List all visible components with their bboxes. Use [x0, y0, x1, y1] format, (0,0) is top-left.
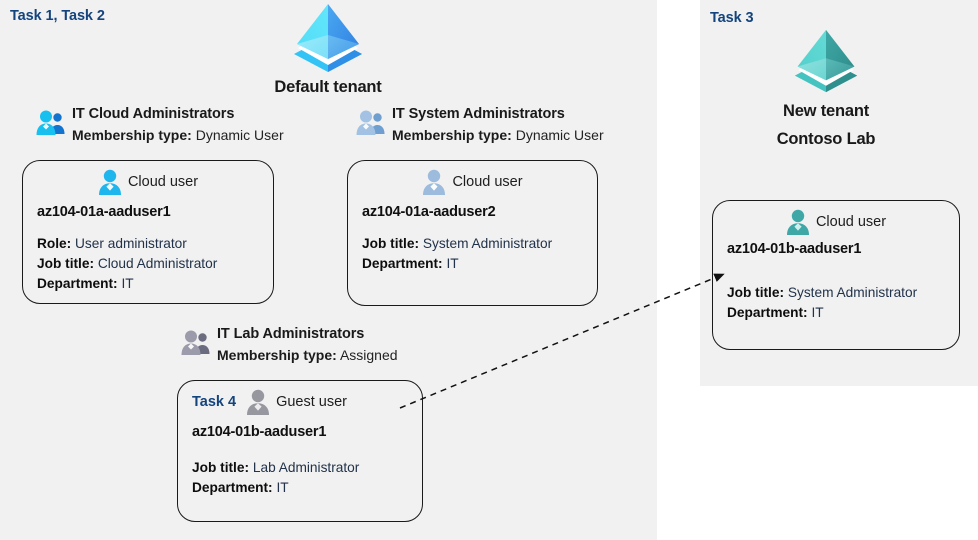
membership-type-key: Membership type:: [217, 347, 337, 364]
field-key: Job title:: [362, 236, 420, 251]
username: az104-01b-aaduser1: [192, 424, 327, 440]
field-key: Job title:: [37, 256, 95, 272]
field-key: Department:: [727, 305, 808, 321]
field-role: Role: User administrator: [37, 234, 273, 254]
group-membership: Membership type: Assigned: [217, 345, 398, 365]
user-type-label: Guest user: [276, 394, 347, 410]
card-header: Cloud user: [713, 201, 959, 235]
cloud-user-icon: [423, 169, 446, 195]
username: az104-01a-aaduser2: [362, 204, 496, 220]
task-label-3: Task 3: [710, 10, 754, 26]
user-fields: Job title: System Administrator Departme…: [348, 234, 597, 274]
user-type-label: Cloud user: [452, 174, 523, 190]
user-fields: Job title: System Administrator Departme…: [713, 283, 959, 323]
tenant-new-name-line1: New tenant: [782, 102, 869, 120]
field-department: Department: IT: [192, 478, 422, 498]
field-value: IT: [121, 276, 134, 292]
user-fields: Role: User administrator Job title: Clou…: [23, 234, 273, 294]
tenant-default: Default tenant: [228, 2, 428, 97]
field-key: Job title:: [192, 460, 250, 475]
field-key: Department:: [37, 276, 118, 292]
group-title: IT System Administrators: [392, 106, 565, 122]
group-users-icon: [36, 110, 65, 135]
field-job-title: Job title: System Administrator: [727, 283, 959, 303]
user-type-label: Cloud user: [815, 214, 887, 230]
membership-type-value: Assigned: [339, 347, 398, 364]
field-job-title: Job title: Cloud Administrator: [37, 254, 273, 274]
card-header: Cloud user: [23, 161, 273, 195]
task-label-1-2: Task 1, Task 2: [10, 8, 105, 24]
field-department: Department: IT: [727, 303, 959, 323]
user-type-label: Cloud user: [127, 174, 199, 190]
username: az104-01a-aaduser1: [37, 204, 171, 220]
group-membership: Membership type: Dynamic User: [72, 125, 284, 145]
task-label-4: Task 4: [192, 394, 237, 410]
group-membership: Membership type: Dynamic User: [392, 125, 604, 145]
user-card-az104-01b-aaduser1-new-tenant[interactable]: Cloud user az104-01b-aaduser1 Job title:…: [712, 200, 960, 350]
group-it-cloud-administrators: IT Cloud Administrators Membership type:…: [36, 104, 284, 145]
field-job-title: Job title: System Administrator: [362, 234, 597, 254]
tenant-new-name-line2: Contoso Lab: [776, 130, 876, 149]
membership-type-value: Dynamic User: [195, 127, 284, 144]
field-value: IT: [276, 480, 289, 496]
membership-type-key: Membership type:: [72, 127, 192, 144]
group-users-icon: [181, 330, 210, 355]
field-value: System Administrator: [787, 285, 918, 300]
group-it-lab-administrators: IT Lab Administrators Membership type: A…: [181, 324, 398, 365]
field-department: Department: IT: [362, 254, 597, 274]
group-title: IT Lab Administrators: [217, 326, 365, 342]
field-key: Department:: [362, 256, 443, 272]
field-value: System Administrator: [422, 236, 553, 251]
membership-type-value: Dynamic User: [515, 127, 604, 144]
group-title: IT Cloud Administrators: [72, 106, 235, 122]
card-header: Cloud user: [348, 161, 597, 195]
card-header: Task 4 Guest user: [178, 381, 422, 415]
field-value: Lab Administrator: [252, 460, 360, 475]
cloud-user-icon: [786, 209, 809, 235]
field-job-title: Job title: Lab Administrator: [192, 458, 422, 478]
field-value: IT: [446, 256, 459, 272]
user-card-az104-01a-aaduser1[interactable]: Cloud user az104-01a-aaduser1 Role: User…: [22, 160, 274, 304]
field-key: Job title:: [727, 285, 785, 300]
membership-type-key: Membership type:: [392, 127, 512, 144]
guest-user-icon: [247, 389, 270, 415]
tenant-default-name: Default tenant: [274, 78, 382, 96]
azure-ad-tenant-icon: [294, 4, 362, 72]
username: az104-01b-aaduser1: [727, 241, 862, 257]
group-users-icon: [356, 110, 385, 135]
azure-ad-tenant-icon: [794, 29, 858, 93]
tenant-new: New tenant Contoso Lab: [726, 28, 926, 151]
user-fields: Job title: Lab Administrator Department:…: [178, 458, 422, 498]
user-card-az104-01a-aaduser2[interactable]: Cloud user az104-01a-aaduser2 Job title:…: [347, 160, 598, 306]
field-department: Department: IT: [37, 274, 273, 294]
group-it-system-administrators: IT System Administrators Membership type…: [356, 104, 604, 145]
user-card-az104-01b-aaduser1-guest[interactable]: Task 4 Guest user az104-01b-aaduser1 Job…: [177, 380, 423, 522]
cloud-user-icon: [98, 169, 121, 195]
field-value: User administrator: [75, 236, 187, 251]
field-key: Department:: [192, 480, 273, 496]
field-value: Cloud Administrator: [97, 256, 218, 272]
field-value: IT: [811, 305, 824, 321]
field-key: Role:: [37, 236, 72, 251]
